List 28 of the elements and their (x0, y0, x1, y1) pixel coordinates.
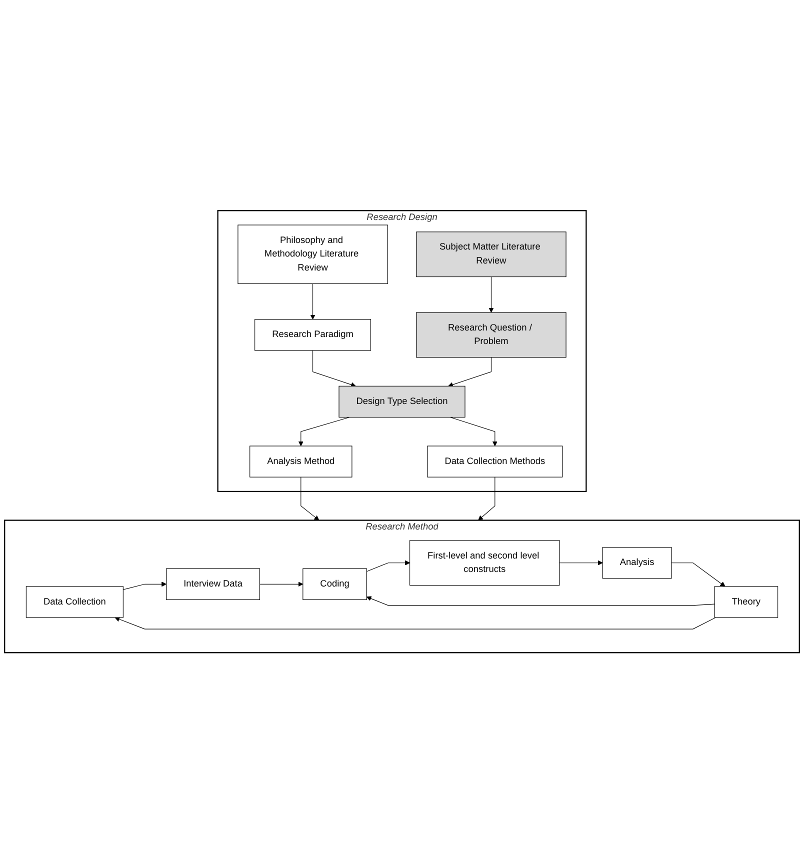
arrow (114, 616, 716, 630)
arrow (310, 283, 316, 320)
node-box: Research Question / Problem (416, 312, 566, 358)
node-box: Data Collection (26, 586, 124, 618)
arrow (448, 356, 492, 387)
node-box: Coding (302, 568, 367, 600)
node-box: Design Type Selection (338, 386, 466, 418)
arrow (478, 476, 496, 520)
arrow (488, 276, 494, 313)
node-box: First-level and second level constructs (410, 540, 560, 586)
node-box: Theory (714, 586, 778, 618)
arrow (122, 582, 167, 590)
node-box: Data Collection Methods (427, 446, 563, 478)
arrow (259, 582, 304, 587)
arrow (559, 560, 603, 566)
arrow (450, 416, 498, 446)
node-box: Philosophy and Methodology Literature Review (238, 224, 388, 284)
arrow (312, 350, 356, 387)
arrow (298, 416, 350, 446)
arrow (366, 560, 410, 572)
node-box: Research Paradigm (254, 318, 372, 351)
arrow (671, 562, 726, 587)
node-box: Analysis (602, 546, 672, 579)
node-box: Interview Data (166, 568, 260, 600)
node-box: Analysis Method (250, 446, 352, 478)
node-box: Subject Matter Literature Review (416, 231, 566, 277)
arrow (300, 476, 320, 520)
arrow (366, 596, 715, 606)
